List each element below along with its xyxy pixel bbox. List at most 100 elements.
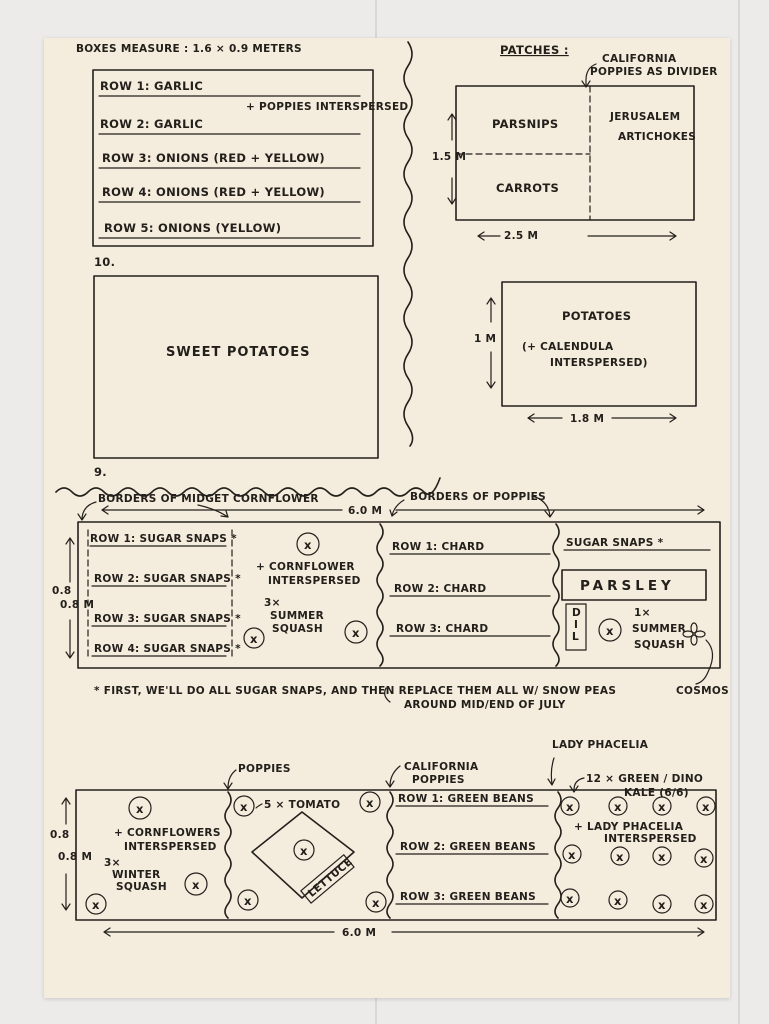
beans-row-2: ROW 2: GREEN BEANS (400, 841, 536, 853)
garlic-box-row-2: ROW 2: GARLIC (100, 117, 203, 131)
svg-text:x: x (700, 898, 708, 912)
plant-marker (85, 893, 107, 915)
bed-2-wavy-separator (224, 791, 232, 919)
svg-text:x: x (304, 538, 312, 552)
chard-row-2: ROW 2: CHARD (394, 583, 486, 595)
garlic-box-row-3: ROW 3: ONIONS (RED + YELLOW) (102, 151, 325, 165)
chard-row-1: ROW 1: CHARD (392, 541, 484, 553)
patch-2 (501, 281, 697, 407)
artichokes-label: JERUSALEM ARTICHOKES (609, 111, 696, 143)
svg-text:x: x (658, 898, 666, 912)
svg-text:x: x (700, 852, 708, 866)
bed-1 (77, 521, 721, 669)
poppies-note: + POPPIES INTERSPERSED (246, 101, 408, 113)
svg-text:x: x (136, 802, 144, 816)
snaps-row-3: ROW 3: SUGAR SNAPS * (94, 613, 241, 625)
plant-marker (344, 620, 368, 644)
poppies-borders-note: BORDERS OF POPPIES (410, 491, 546, 503)
sweet-potato-box (93, 275, 379, 459)
snaps-row-2: ROW 2: SUGAR SNAPS * (94, 573, 241, 585)
svg-text:x: x (372, 896, 380, 910)
wavy-divider-vertical (403, 41, 414, 447)
poppies-label: POPPIES (238, 763, 291, 775)
svg-text:x: x (658, 850, 666, 864)
sweet-potato-label: SWEET POTATOES (166, 345, 311, 360)
california-poppies-divider-note: CALIFORNIA POPPIES AS DIVIDER (590, 53, 718, 78)
kale-plant-markers: x x x x x x x x x x x x (560, 796, 716, 914)
patch-1-height: 1.5 M (432, 151, 466, 163)
svg-text:x: x (300, 844, 308, 858)
svg-text:x: x (366, 796, 374, 810)
dill-box (565, 603, 587, 651)
garlic-box-number: 10. (94, 255, 115, 269)
bed-2 (75, 789, 717, 921)
svg-text:x: x (92, 898, 100, 912)
parsnips-label: PARSNIPS (492, 117, 558, 131)
svg-text:x: x (606, 624, 614, 638)
right-sugar-snaps: SUGAR SNAPS * (566, 537, 664, 549)
plant-marker (365, 891, 387, 913)
lettuce-label-group: LETTUCE (300, 854, 355, 904)
patch-1-width: 2.5 M (504, 230, 538, 242)
footnote-line-2: AROUND MID/END OF JULY (404, 699, 566, 711)
potatoes-label: POTATOES (562, 309, 631, 323)
svg-text:x: x (702, 800, 710, 814)
calendula-note: (+ CALENDULA INTERSPERSED) (522, 341, 648, 369)
midget-cornflower-borders-note: BORDERS OF MIDGET CORNFLOWER (98, 493, 319, 505)
svg-text:x: x (240, 800, 248, 814)
patch-2-width: 1.8 M (570, 413, 604, 425)
beans-row-1: ROW 1: GREEN BEANS (398, 793, 534, 805)
plant-marker (237, 889, 259, 911)
patch-2-height: 1 M (474, 333, 496, 345)
bed-2-wavy-separator-2 (386, 791, 394, 919)
svg-text:x: x (614, 800, 622, 814)
chard-row-3: ROW 3: CHARD (396, 623, 488, 635)
plant-marker (128, 796, 152, 820)
beans-row-3: ROW 3: GREEN BEANS (400, 891, 536, 903)
wavy-divider-horizontal (55, 477, 441, 497)
plant-marker (359, 791, 381, 813)
plant-marker (184, 872, 208, 896)
svg-text:x: x (192, 878, 200, 892)
lady-phacelia-label: LADY PHACELIA (552, 739, 649, 751)
bed-1-length: 6.0 M (348, 505, 382, 517)
plant-marker (233, 795, 255, 817)
svg-text:x: x (658, 800, 666, 814)
tomato-diamond (251, 811, 355, 899)
cosmos-flower-icon (682, 622, 706, 646)
tomato-note: 5 × TOMATO (264, 799, 340, 811)
plant-marker (243, 627, 265, 649)
footnote-line-1: * FIRST, WE'LL DO ALL SUGAR SNAPS, AND T… (94, 685, 616, 697)
boxes-measure-heading: BOXES MEASURE : 1.6 × 0.9 METERS (76, 43, 302, 55)
snaps-row-4: ROW 4: SUGAR SNAPS * (94, 643, 241, 655)
sweet-potato-box-number: 9. (94, 465, 107, 479)
plant-marker (293, 839, 315, 861)
parsley-box (561, 569, 707, 601)
svg-text:x: x (616, 850, 624, 864)
garlic-box-row-5: ROW 5: ONIONS (YELLOW) (104, 221, 281, 235)
patch-1 (455, 85, 695, 221)
svg-text:x: x (352, 626, 360, 640)
plant-marker (296, 532, 320, 556)
lettuce-label: LETTUCE (306, 856, 355, 900)
wood-plank-seam (738, 0, 740, 1024)
parsley-label: PARSLEY (580, 578, 675, 594)
garden-plan-paper (44, 38, 730, 998)
bed-1-wavy-separator-2 (552, 523, 560, 667)
garlic-box-row-4: ROW 4: ONIONS (RED + YELLOW) (102, 185, 325, 199)
garlic-box-row-1: ROW 1: GARLIC (100, 79, 203, 93)
svg-text:x: x (244, 894, 252, 908)
garlic-onion-box (92, 69, 374, 247)
svg-text:x: x (566, 800, 574, 814)
svg-text:x: x (250, 632, 258, 646)
